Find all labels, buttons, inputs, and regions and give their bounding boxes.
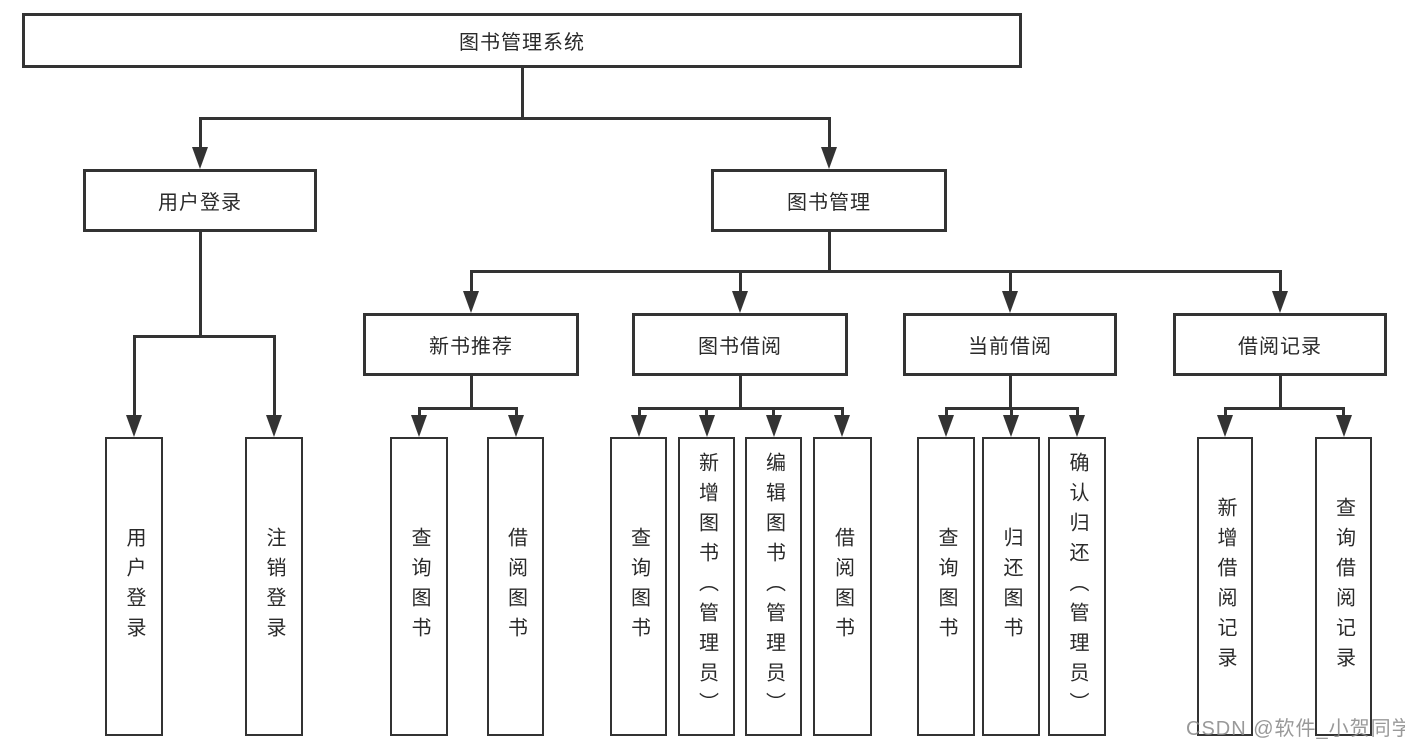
connector-line [827, 117, 831, 148]
connector-line [1278, 270, 1282, 292]
leaf-label: 归还图书 [1000, 526, 1022, 647]
leaf-edit-books-admin: 编辑图书（管理员） [745, 437, 802, 736]
node-book-management: 图书管理 [711, 169, 947, 232]
leaf-label: 确认归还（管理员） [1066, 451, 1088, 722]
leaf-logout-login: 注销登录 [245, 437, 303, 736]
connector-line [514, 407, 518, 420]
connector-line [1008, 376, 1012, 410]
leaf-label: 编辑图书（管理员） [762, 451, 785, 722]
arrow-down-icon [1272, 291, 1288, 313]
node-label: 图书管理 [787, 192, 871, 214]
leaf-query-borrow-record: 查询借阅记录 [1315, 437, 1372, 736]
leaf-label: 查询图书 [627, 526, 650, 647]
arrow-down-icon [631, 415, 647, 437]
connector-line [637, 407, 641, 420]
leaf-borrow-books-new-recommend: 借阅图书 [487, 437, 544, 736]
leaf-return-books: 归还图书 [982, 437, 1040, 736]
connector-line [132, 335, 136, 418]
connector-line [1223, 407, 1345, 410]
arrow-down-icon [1069, 415, 1085, 437]
connector-line [1009, 407, 1013, 420]
leaf-query-books-current: 查询图书 [917, 437, 975, 736]
connector-line [1223, 407, 1227, 420]
leaf-borrow-books-borrowing: 借阅图书 [813, 437, 872, 736]
connector-line [520, 68, 524, 120]
leaf-label: 查询图书 [935, 526, 957, 647]
connector-line [827, 232, 831, 273]
connector-line [417, 407, 518, 410]
leaf-query-books-borrowing: 查询图书 [610, 437, 667, 736]
leaf-add-books-admin: 新增图书（管理员） [678, 437, 735, 736]
arrow-down-icon [1002, 291, 1018, 313]
arrow-down-icon [821, 147, 837, 169]
arrow-down-icon [411, 415, 427, 437]
leaf-label: 借阅图书 [831, 526, 854, 647]
leaf-user-login: 用户登录 [105, 437, 163, 736]
connector-line [944, 407, 948, 420]
arrow-down-icon [126, 415, 142, 437]
connector-line [705, 407, 708, 420]
node-borrowing-records: 借阅记录 [1173, 313, 1387, 376]
connector-line [198, 232, 202, 338]
watermark: CSDN @软件_小贺同学 [1186, 718, 1405, 740]
connector-line [469, 270, 473, 292]
leaf-confirm-return-admin: 确认归还（管理员） [1048, 437, 1106, 736]
arrow-down-icon [765, 415, 782, 437]
arrow-down-icon [1335, 415, 1352, 437]
connector-line [198, 117, 202, 148]
leaf-label: 新增借阅记录 [1214, 496, 1236, 677]
connector-line [469, 270, 1282, 273]
connector-line [1008, 270, 1012, 292]
leaf-label: 查询图书 [408, 526, 430, 647]
arrow-down-icon [1217, 415, 1233, 437]
arrow-down-icon [834, 415, 850, 437]
connector-line [132, 335, 276, 338]
arrow-down-icon [1003, 415, 1019, 437]
leaf-add-borrow-record: 新增借阅记录 [1197, 437, 1253, 736]
node-label: 图书借阅 [698, 336, 782, 358]
node-new-book-recommend: 新书推荐 [363, 313, 579, 376]
node-label: 用户登录 [158, 192, 242, 214]
arrow-down-icon [698, 415, 715, 437]
node-book-borrowing: 图书借阅 [632, 313, 848, 376]
connector-line [417, 407, 421, 420]
connector-line [637, 407, 844, 410]
connector-line [469, 376, 473, 410]
connector-line [738, 376, 742, 410]
node-user-login: 用户登录 [83, 169, 317, 232]
connector-line [1278, 376, 1282, 410]
node-label: 借阅记录 [1238, 336, 1322, 358]
arrow-down-icon [732, 291, 748, 313]
leaf-label: 注销登录 [263, 526, 285, 647]
arrow-down-icon [938, 415, 954, 437]
connector-line [272, 335, 276, 418]
leaf-label: 查询借阅记录 [1332, 496, 1355, 677]
node-library-management-system: 图书管理系统 [22, 13, 1022, 68]
connector-line [1075, 407, 1079, 420]
leaf-label: 用户登录 [123, 526, 145, 647]
arrow-down-icon [266, 415, 282, 437]
connector-line [840, 407, 844, 420]
node-current-borrowing: 当前借阅 [903, 313, 1117, 376]
leaf-label: 新增图书（管理员） [695, 451, 718, 722]
node-label: 图书管理系统 [459, 32, 585, 54]
node-label: 当前借阅 [968, 336, 1052, 358]
arrow-down-icon [463, 291, 479, 313]
leaf-label: 借阅图书 [504, 526, 527, 647]
arrow-down-icon [192, 147, 208, 169]
connector-line [772, 407, 775, 420]
connector-line [738, 270, 742, 292]
leaf-query-books-new-recommend: 查询图书 [390, 437, 448, 736]
connector-line [1342, 407, 1345, 420]
node-label: 新书推荐 [429, 336, 513, 358]
arrow-down-icon [508, 415, 524, 437]
connector-line [198, 117, 831, 120]
